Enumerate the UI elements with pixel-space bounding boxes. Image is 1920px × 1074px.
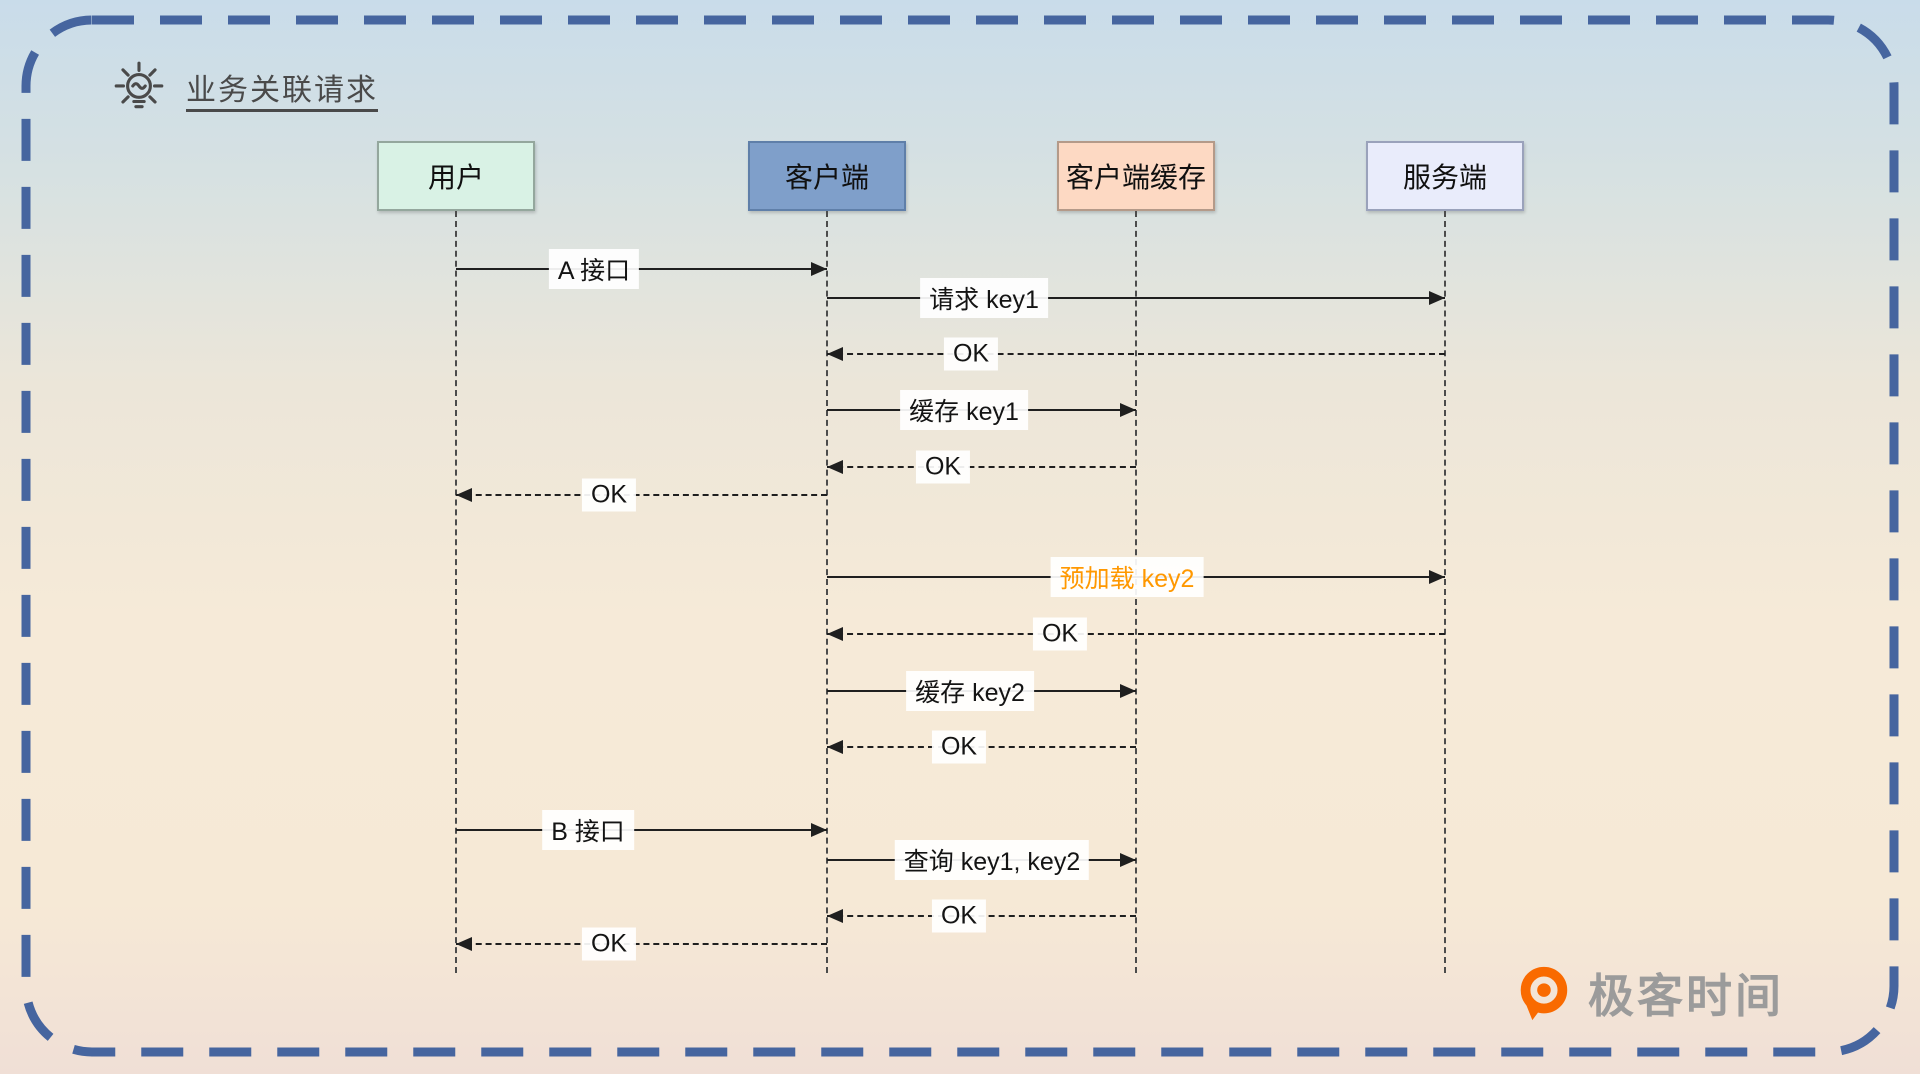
message-label-9: OK — [931, 730, 987, 764]
actor-label-user: 用户 — [427, 162, 484, 193]
actor-cache: 客户端缓存 — [1057, 141, 1215, 211]
geektime-logo-icon — [1520, 966, 1568, 1021]
message-label-13: OK — [581, 927, 637, 961]
message-label-2: OK — [943, 337, 999, 371]
message-label-3: 缓存 key1 — [900, 390, 1028, 430]
arrowhead-9 — [827, 740, 843, 754]
arrowhead-7 — [827, 627, 843, 641]
title-row: 业务关联请求 — [110, 58, 378, 116]
arrowhead-4 — [827, 460, 843, 474]
message-line-13 — [456, 943, 827, 945]
arrowhead-12 — [827, 909, 843, 923]
page-title: 业务关联请求 — [186, 74, 378, 107]
arrowhead-5 — [456, 488, 472, 502]
message-line-1 — [827, 297, 1445, 299]
message-label-5: OK — [581, 478, 637, 512]
message-line-7 — [827, 633, 1445, 635]
arrowhead-6 — [1429, 570, 1445, 584]
arrowhead-8 — [1120, 684, 1136, 698]
brand: 极客时间 — [1512, 960, 1784, 1026]
message-label-12: OK — [931, 899, 987, 933]
arrowhead-1 — [1429, 291, 1445, 305]
arrowhead-0 — [811, 262, 827, 276]
message-line-0 — [456, 268, 827, 270]
message-label-8: 缓存 key2 — [906, 671, 1034, 711]
arrowhead-3 — [1120, 403, 1136, 417]
message-label-0: A 接口 — [548, 249, 640, 289]
arrowhead-2 — [827, 347, 843, 361]
actor-label-server: 服务端 — [1402, 162, 1487, 193]
arrowhead-13 — [456, 937, 472, 951]
message-line-5 — [456, 494, 827, 496]
brand-name: 极客时间 — [1588, 970, 1784, 1022]
message-label-7: OK — [1032, 617, 1088, 651]
arrowhead-10 — [811, 823, 827, 837]
message-label-6: 预加载 key2 — [1050, 557, 1204, 597]
message-line-10 — [456, 829, 827, 831]
actor-label-cache: 客户端缓存 — [1065, 162, 1206, 193]
actor-server: 服务端 — [1366, 141, 1524, 211]
message-label-1: 请求 key1 — [920, 278, 1048, 318]
message-line-2 — [827, 353, 1445, 355]
lifeline-server — [1444, 211, 1446, 973]
message-label-4: OK — [915, 450, 971, 484]
message-label-11: 查询 key1, key2 — [894, 840, 1090, 880]
actor-label-client: 客户端 — [784, 162, 869, 193]
arrowhead-11 — [1120, 853, 1136, 867]
lightbulb-icon — [114, 61, 164, 109]
actor-client: 客户端 — [748, 141, 906, 211]
lifeline-user — [455, 211, 457, 973]
message-label-10: B 接口 — [542, 810, 634, 850]
lifeline-client — [826, 211, 828, 973]
message-line-4 — [827, 466, 1136, 468]
actor-user: 用户 — [377, 141, 535, 211]
